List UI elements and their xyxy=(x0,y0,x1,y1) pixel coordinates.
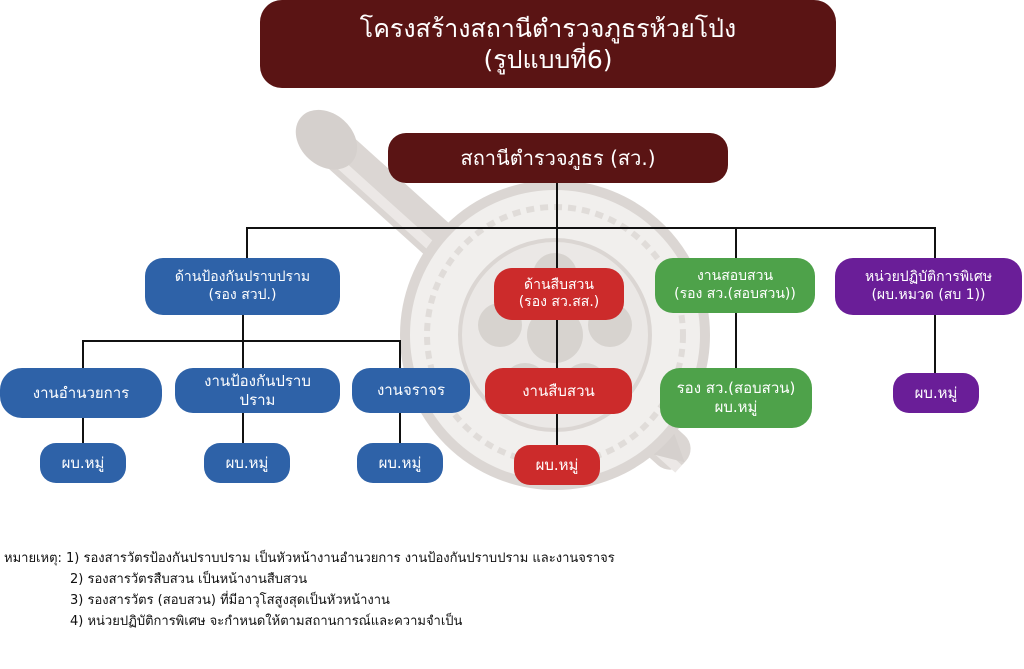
leaf-squad-leader-3: ผบ.หมู่ xyxy=(357,443,443,483)
unit-administration: งานอำนวยการ xyxy=(0,368,162,418)
branch-special: หน่วยปฏิบัติการพิเศษ (ผบ.หมวด (สบ 1)) xyxy=(835,258,1022,315)
connector-prevention-child1 xyxy=(82,340,84,368)
diagram-title: โครงสร้างสถานีตำรวจภูธรห้วยโป่ง (รูปแบบท… xyxy=(260,0,836,88)
leaf-squad-leader-special: ผบ.หมู่ xyxy=(893,373,979,413)
connector-main-horizontal xyxy=(246,227,936,229)
title-line1: โครงสร้างสถานีตำรวจภูธรห้วยโป่ง xyxy=(359,13,737,43)
unit-traffic: งานจราจร xyxy=(352,368,470,413)
connector-prevention-down xyxy=(242,315,244,341)
connector-special-down xyxy=(934,315,936,373)
note-line-3: 3) รองสารวัตร (สอบสวน) ที่มีอาวุโสสูงสุด… xyxy=(70,593,390,608)
connector-child3-leaf xyxy=(399,413,401,443)
connector-child2-leaf xyxy=(242,413,244,443)
root-node: สถานีตำรวจภูธร (สว.) xyxy=(388,133,728,183)
title-line2: (รูปแบบที่6) xyxy=(483,45,613,74)
connector-to-prevention xyxy=(246,227,248,258)
branch-investigation: ด้านสืบสวน (รอง สว.สส.) xyxy=(494,268,624,320)
leaf-squad-leader-1: ผบ.หมู่ xyxy=(40,443,126,483)
note-line-2: 2) รองสารวัตรสืบสวน เป็นหน้างานสืบสวน xyxy=(70,572,308,587)
connector-prevention-child2 xyxy=(242,340,244,368)
unit-investigation: งานสืบสวน xyxy=(485,368,632,414)
connector-child1-leaf xyxy=(82,418,84,443)
connector-inquiry-down xyxy=(735,313,737,368)
note-line-1: หมายเหตุ: 1) รองสารวัตรป้องกันปราบปราม เ… xyxy=(4,551,615,566)
connector-to-special xyxy=(934,227,936,258)
note-line-4: 4) หน่วยปฏิบัติการพิเศษ จะกำหนดให้ตามสถา… xyxy=(70,614,463,629)
unit-inquiry-deputy: รอง สว.(สอบสวน) ผบ.หมู่ xyxy=(660,368,812,428)
connector-to-inquiry xyxy=(735,227,737,258)
branch-prevention: ด้านป้องกันปราบปราม (รอง สวป.) xyxy=(145,258,340,315)
unit-prevention-suppression: งานป้องกันปราบ ปราม xyxy=(175,368,340,413)
connector-to-investigation xyxy=(556,227,558,268)
notes-section: หมายเหตุ: 1) รองสารวัตรป้องกันปราบปราม เ… xyxy=(4,548,1014,632)
leaf-squad-leader-2: ผบ.หมู่ xyxy=(204,443,290,483)
connector-prevention-horizontal xyxy=(82,340,401,342)
connector-root-down xyxy=(556,182,558,228)
branch-inquiry: งานสอบสวน (รอง สว.(สอบสวน)) xyxy=(655,258,815,313)
connector-prevention-child3 xyxy=(399,340,401,368)
leaf-squad-leader-investigation: ผบ.หมู่ xyxy=(514,445,600,485)
